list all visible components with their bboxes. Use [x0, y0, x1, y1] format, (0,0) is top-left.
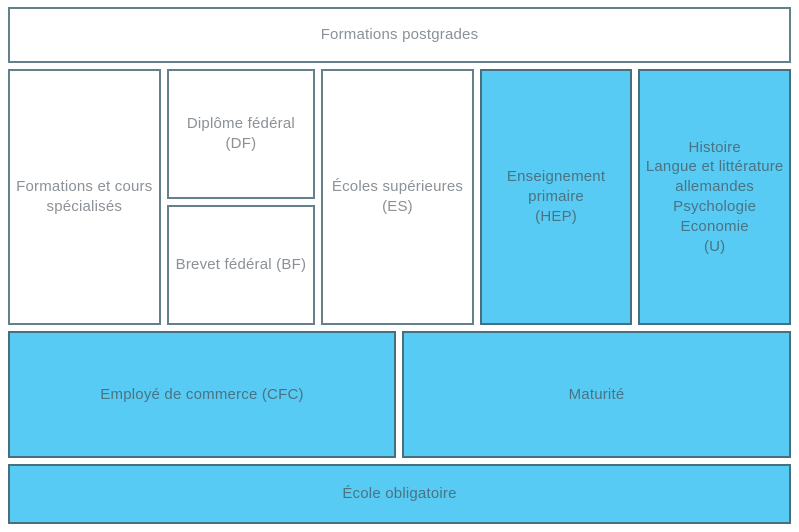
box-brevet-federal: Brevet fédéral (BF) — [166, 205, 316, 325]
box-formations-cours-specialises-label: Formations et cours spécialisés — [16, 178, 153, 215]
box-diplome-federal: Diplôme fédéral (DF) — [166, 69, 316, 199]
box-enseignement-primaire-label: Enseignement primaire (HEP) — [506, 168, 606, 225]
row-obligatoire: École obligatoire — [8, 464, 791, 524]
box-universite-label: Histoire Langue et littérature allemande… — [645, 138, 784, 255]
box-employe-commerce: Employé de commerce (CFC) — [8, 331, 396, 458]
box-formations-cours-specialises: Formations et cours spécialisés — [8, 69, 161, 325]
box-enseignement-primaire: Enseignement primaire (HEP) — [479, 69, 633, 325]
box-employe-commerce-label: Employé de commerce (CFC) — [100, 385, 304, 403]
row-secondary: Employé de commerce (CFC) Maturité — [8, 331, 791, 458]
row-tertiary: Formations et cours spécialisés Diplôme … — [8, 69, 791, 325]
column-diplomes-federaux: Diplôme fédéral (DF) Brevet fédéral (BF) — [166, 69, 316, 325]
box-diplome-federal-label: Diplôme fédéral (DF) — [186, 115, 295, 152]
box-formations-postgrades: Formations postgrades — [8, 7, 791, 63]
box-universite: Histoire Langue et littérature allemande… — [638, 69, 791, 325]
box-ecole-obligatoire-label: École obligatoire — [342, 485, 457, 503]
box-maturite-label: Maturité — [568, 385, 625, 403]
box-ecole-obligatoire: École obligatoire — [8, 464, 791, 524]
box-ecoles-superieures: Écoles supérieures (ES) — [321, 69, 474, 325]
box-brevet-federal-label: Brevet fédéral (BF) — [175, 256, 307, 274]
box-ecoles-superieures-label: Écoles supérieures (ES) — [331, 178, 464, 215]
row-postgrades: Formations postgrades — [8, 7, 791, 63]
box-maturite: Maturité — [402, 331, 791, 458]
box-formations-postgrades-label: Formations postgrades — [320, 26, 479, 44]
